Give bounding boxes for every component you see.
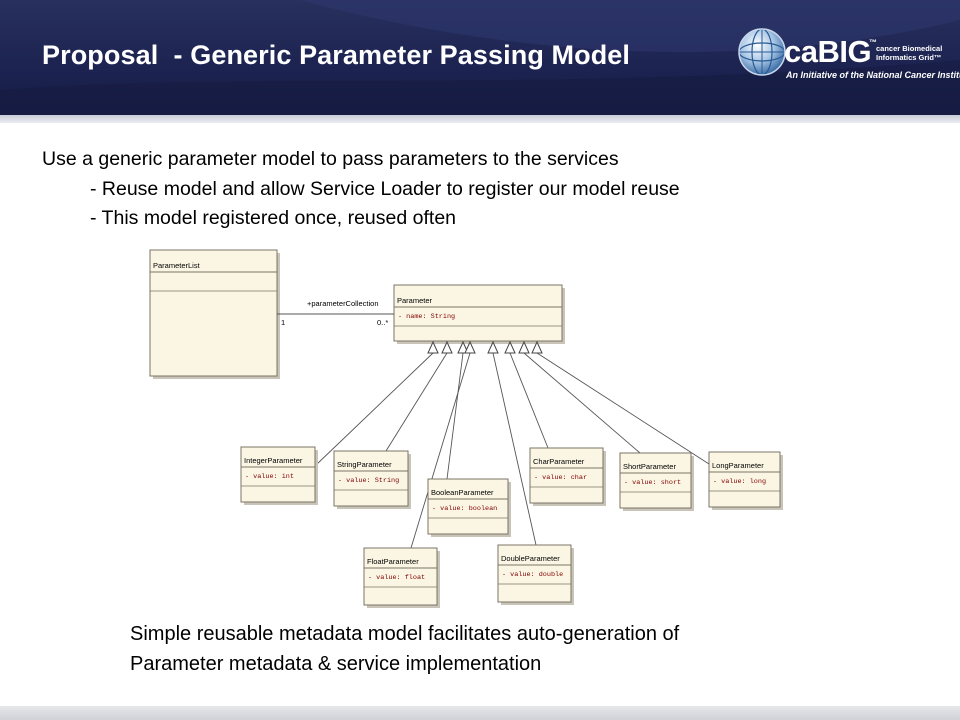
integer-parameter-class-name: IntegerParameter: [244, 456, 303, 465]
parameter-class-box: [393, 284, 563, 342]
logo-tagline: An Initiative of the National Cancer Ins…: [786, 70, 960, 80]
short-parameter-generalization-line: [523, 352, 641, 454]
association-role-label: +parameterCollection: [307, 299, 379, 308]
long-parameter-generalization-arrow: [531, 340, 543, 354]
header-swoosh-decoration: [0, 0, 960, 115]
float-parameter-generalization-line: [410, 352, 471, 549]
bullet-sub-2: - This model registered once, reused oft…: [90, 207, 457, 229]
boolean-parameter-generalization-arrow: [457, 340, 469, 354]
char-parameter-class-name: CharParameter: [533, 457, 585, 466]
string-parameter-class-box: [333, 450, 409, 507]
logo-subtitle-line2: Informatics Grid™: [876, 53, 942, 62]
double-parameter-class-attribute: - value: double: [502, 571, 563, 579]
short-parameter-class-name: ShortParameter: [623, 462, 676, 471]
char-parameter-generalization-arrow: [504, 340, 516, 354]
caption-line-2: Parameter metadata & service implementat…: [130, 653, 542, 675]
string-parameter-class-attribute: - value: String: [338, 477, 399, 485]
char-parameter-class-box: [529, 447, 604, 504]
float-parameter-class-box: [363, 547, 438, 606]
parameter-list-class-box: [149, 249, 278, 377]
parameter-class-attribute: - name: String: [398, 313, 455, 321]
short-parameter-class-attribute: - value: short: [624, 479, 681, 487]
slide-header: Proposal - Generic Parameter Passing Mod…: [0, 0, 960, 115]
logo-trademark: ™: [869, 38, 877, 47]
parameter-list-class-name: ParameterList: [153, 261, 201, 270]
logo-subtitle-line1: cancer Biomedical: [876, 44, 943, 53]
long-parameter-generalization-line: [536, 352, 710, 465]
slide-title: Proposal - Generic Parameter Passing Mod…: [42, 40, 631, 70]
short-parameter-generalization-arrow: [518, 340, 530, 354]
char-parameter-generalization-line: [509, 352, 549, 449]
boolean-parameter-class-attribute: - value: boolean: [432, 505, 497, 513]
globe-icon: [738, 28, 786, 76]
cabig-logo: caBIG ™ cancer Biomedical Informatics Gr…: [736, 24, 960, 88]
long-parameter-class-box: [708, 451, 781, 508]
short-parameter-class-box: [619, 452, 692, 509]
bullet-sub-1: - Reuse model and allow Service Loader t…: [90, 178, 680, 200]
string-parameter-generalization-arrow: [441, 340, 453, 354]
integer-parameter-generalization-arrow: [427, 340, 439, 354]
boolean-parameter-class-box: [427, 478, 509, 535]
float-parameter-class-name: FloatParameter: [367, 557, 419, 566]
float-parameter-class-attribute: - value: float: [368, 574, 425, 582]
long-parameter-class-attribute: - value: long: [713, 478, 766, 486]
boolean-parameter-generalization-line: [446, 352, 464, 480]
string-parameter-class-name: StringParameter: [337, 460, 392, 469]
integer-parameter-class-box: [240, 446, 316, 503]
double-parameter-class-box: [497, 544, 572, 603]
bullet-main: Use a generic parameter model to pass pa…: [42, 148, 619, 170]
boolean-parameter-class-name: BooleanParameter: [431, 488, 494, 497]
association-multiplicity-target: 0..*: [377, 318, 388, 327]
integer-parameter-class-attribute: - value: int: [245, 473, 294, 481]
footer-bar: [0, 706, 960, 720]
float-parameter-generalization-arrow: [464, 340, 476, 354]
string-parameter-generalization-line: [385, 352, 448, 452]
logo-wordmark: caBIG: [784, 34, 872, 69]
char-parameter-class-attribute: - value: char: [534, 474, 587, 482]
caption-line-1: Simple reusable metadata model facilitat…: [130, 623, 680, 645]
association-multiplicity-source: 1: [281, 318, 285, 327]
double-parameter-generalization-line: [492, 352, 537, 546]
long-parameter-class-name: LongParameter: [712, 461, 764, 470]
double-parameter-generalization-arrow: [487, 340, 499, 354]
parameter-class-name: Parameter: [397, 296, 433, 305]
header-divider: [0, 115, 960, 123]
integer-parameter-generalization-line: [315, 352, 434, 466]
double-parameter-class-name: DoubleParameter: [501, 554, 560, 563]
